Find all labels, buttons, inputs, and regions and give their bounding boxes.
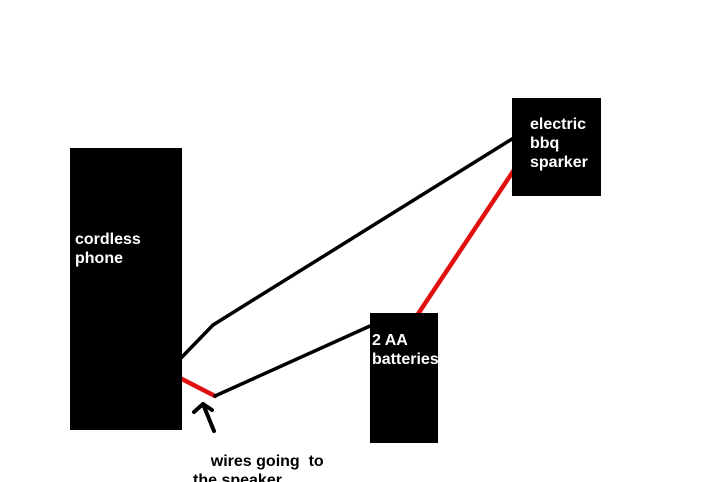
wire-batteries-to-sparker <box>415 167 517 317</box>
arrow-to-red-wire-head <box>192 402 214 414</box>
cordless-phone-label: cordless phone <box>75 231 141 267</box>
electric-bbq-sparker-label: electric bbq sparker <box>530 116 588 171</box>
node-cordless-phone: cordless phone <box>70 148 182 430</box>
node-electric-bbq-sparker: electric bbq sparker <box>512 98 601 196</box>
wire-speaker-wire-red-stub <box>175 374 218 399</box>
2-aa-batteries-label: 2 AA batteries <box>372 332 439 368</box>
annotation-wires-to-speaker: wires going to the speaker <box>193 433 324 482</box>
annotation-text: wires going to the speaker <box>193 453 324 482</box>
node-2-aa-batteries: 2 AA batteries <box>370 313 439 443</box>
arrow-to-red-wire-shaft <box>201 402 216 433</box>
wire-phone-to-sparker <box>179 137 514 360</box>
wire-junction-to-batteries <box>213 324 372 398</box>
